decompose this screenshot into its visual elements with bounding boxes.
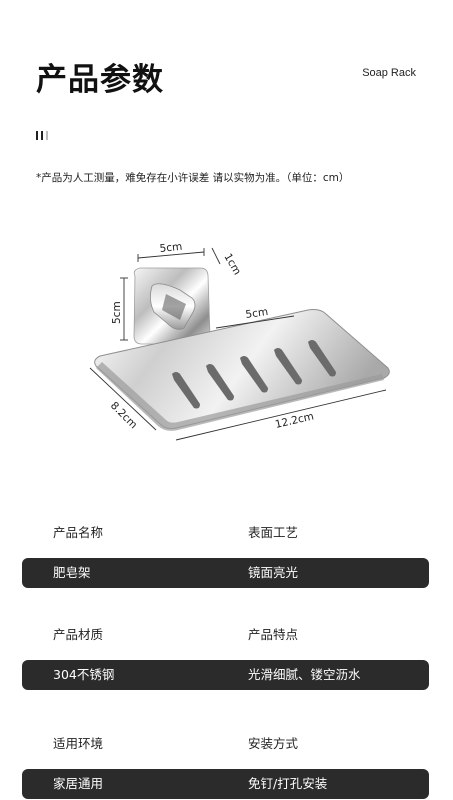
dimension-label: 5cm — [245, 306, 269, 321]
measurement-note: *产品为人工测量，难免存在小许误差 请以实物为准。（单位：cm） — [36, 172, 350, 184]
spec-label: 产品特点 — [248, 627, 299, 642]
soap-rack-illustration: 5cm 1cm 5cm 5cm 8.2cm 12.2cm — [89, 241, 390, 441]
spec-value-bar: 肥皂架 镜面亮光 — [22, 558, 429, 588]
dimension-label: 5cm — [159, 241, 183, 255]
spec-value: 304不锈钢 — [53, 667, 115, 682]
page-title: 产品参数 — [36, 62, 164, 98]
dimension-label: 5cm — [111, 301, 123, 324]
dimension-label: 8.2cm — [108, 400, 140, 432]
spec-label: 适用环境 — [53, 736, 104, 751]
spec-value: 免钉/打孔安装 — [248, 776, 328, 791]
decorative-bars — [36, 131, 48, 140]
spec-label: 安装方式 — [248, 736, 299, 751]
dimension-label: 12.2cm — [274, 410, 315, 431]
bar-mark — [36, 131, 38, 140]
spec-value-bar: 304不锈钢 光滑细腻、镂空沥水 — [22, 660, 429, 690]
spec-value: 镜面亮光 — [248, 565, 299, 580]
product-name-en: Soap Rack — [362, 67, 416, 79]
spec-value: 肥皂架 — [53, 565, 91, 580]
spec-value: 光滑细腻、镂空沥水 — [248, 667, 361, 682]
bar-mark — [41, 131, 43, 140]
spec-label: 产品名称 — [53, 525, 104, 540]
spec-value-bar: 家居通用 免钉/打孔安装 — [22, 769, 429, 799]
dimension-label: 1cm — [221, 252, 243, 278]
spec-label: 表面工艺 — [248, 525, 299, 540]
bar-mark — [46, 131, 48, 140]
spec-label: 产品材质 — [53, 627, 104, 642]
spec-value: 家居通用 — [53, 776, 104, 791]
